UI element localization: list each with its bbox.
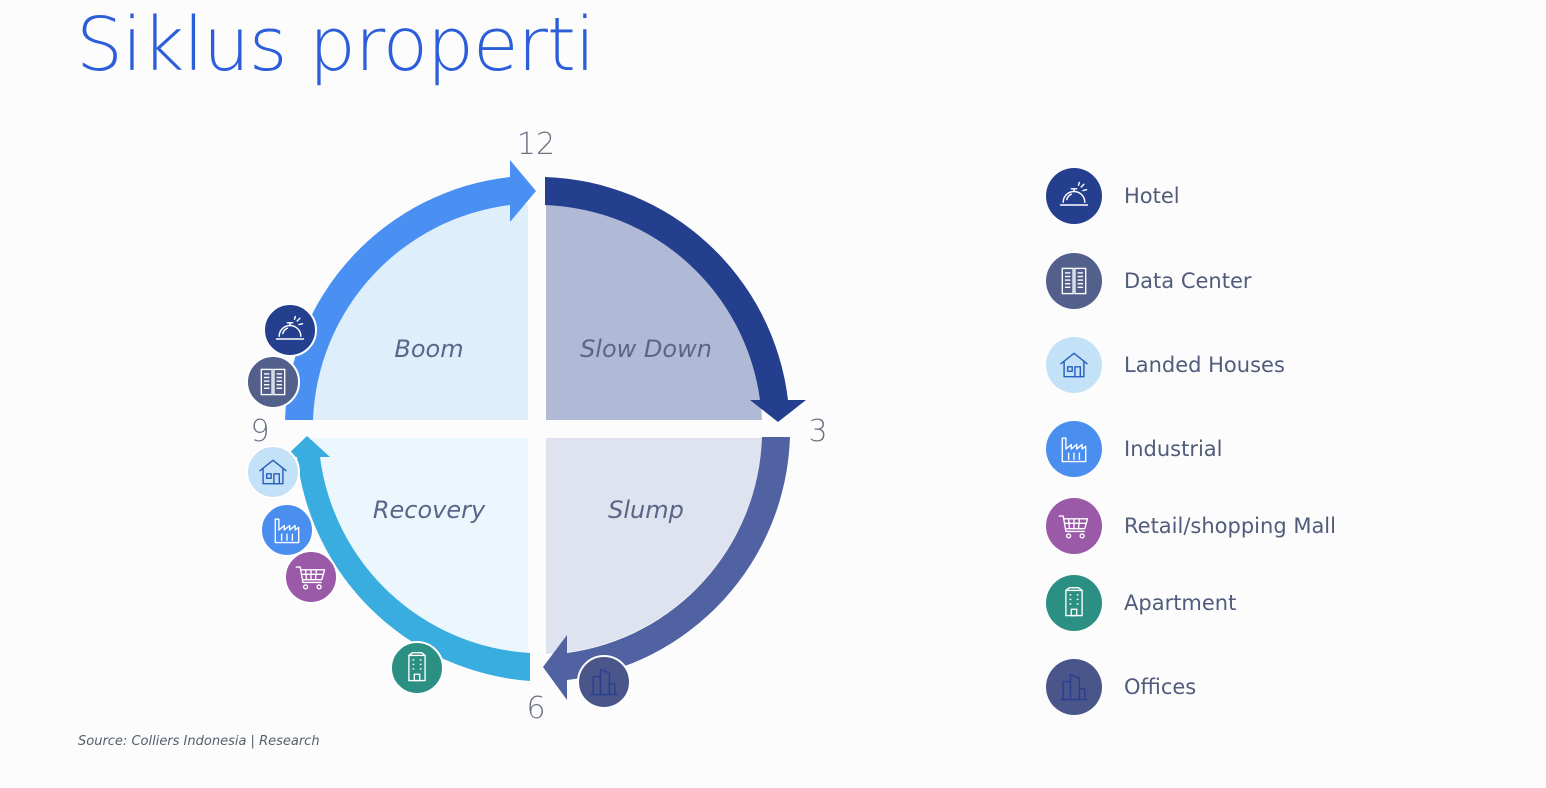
- apartment-icon: [1046, 575, 1102, 631]
- legend-label: Hotel: [1124, 184, 1180, 208]
- boom-quadrant: [312, 204, 528, 420]
- clock-9-label: 9: [250, 414, 269, 449]
- house-icon: [246, 445, 300, 499]
- house-icon: [1046, 337, 1102, 393]
- recovery-quadrant: [312, 438, 528, 654]
- clock-6-label: 6: [526, 691, 545, 726]
- apartment-icon: [390, 641, 444, 695]
- source-note: Source: Colliers Indonesia | Research: [78, 734, 320, 749]
- legend-label: Landed Houses: [1124, 353, 1285, 377]
- clock-12-label: 12: [517, 127, 555, 162]
- page-title: Siklus properti: [76, 2, 595, 88]
- property-cycle-diagram: Boom Slow Down Recovery Slump 12 3 6 9: [246, 127, 828, 726]
- legend-item-offices: Offices: [1046, 658, 1196, 716]
- legend-label: Apartment: [1124, 591, 1237, 615]
- slow-down-label: Slow Down: [580, 335, 712, 363]
- recovery-arrow: [285, 436, 530, 681]
- legend-label: Data Center: [1124, 269, 1252, 293]
- slump-arrow: [543, 437, 790, 700]
- boom-label: Boom: [394, 335, 463, 363]
- factory-icon: [260, 503, 314, 557]
- legend-item-retail: Retail/shopping Mall: [1046, 497, 1336, 555]
- legend-item-apartment: Apartment: [1046, 574, 1236, 632]
- factory-icon: [1046, 421, 1102, 477]
- hotel-icon: [263, 303, 317, 357]
- legend-label: Industrial: [1124, 437, 1223, 461]
- office-icon: [1046, 659, 1102, 715]
- slump-label: Slump: [608, 496, 684, 524]
- boom-arrow: [285, 160, 536, 420]
- slump-quadrant: [546, 438, 762, 654]
- shopping-cart-icon: [1046, 498, 1102, 554]
- shopping-cart-icon: [284, 550, 338, 604]
- legend-item-industrial: Industrial: [1046, 420, 1223, 478]
- legend-item-data-center: Data Center: [1046, 252, 1252, 310]
- slow-down-arrow: [545, 177, 806, 422]
- legend-label: Offices: [1124, 675, 1197, 699]
- legend-item-hotel: Hotel: [1046, 167, 1180, 225]
- clock-3-label: 3: [808, 414, 827, 449]
- slow-down-quadrant: [546, 204, 762, 420]
- data-center-icon: [246, 355, 300, 409]
- legend-item-landed-houses: Landed Houses: [1046, 336, 1285, 394]
- hotel-icon: [1046, 168, 1102, 224]
- legend: Hotel Data Center Landed Houses Industri…: [1046, 0, 1526, 788]
- office-icon: [577, 655, 631, 709]
- data-center-icon: [1046, 253, 1102, 309]
- legend-label: Retail/shopping Mall: [1124, 514, 1336, 538]
- recovery-label: Recovery: [373, 496, 486, 524]
